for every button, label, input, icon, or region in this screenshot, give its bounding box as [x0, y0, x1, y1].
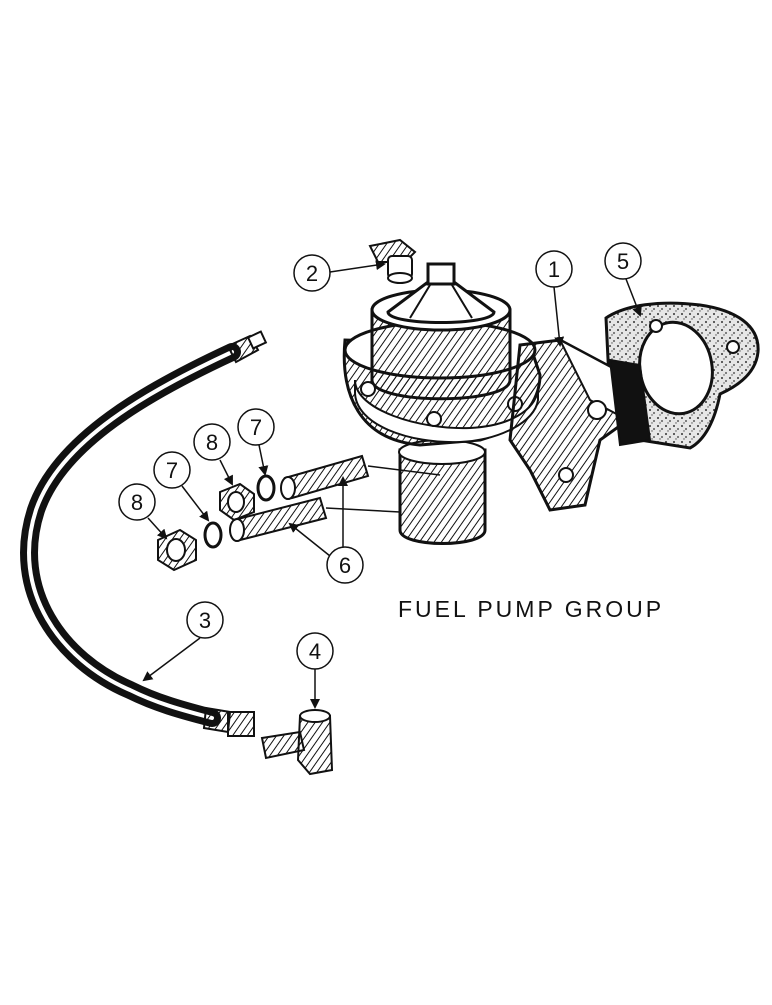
- callout-6: 6: [288, 476, 364, 584]
- nuts-part-8: [157, 482, 255, 572]
- callout-7b-number: 7: [166, 458, 178, 483]
- callout-4: 4: [296, 632, 334, 709]
- callout-1-number: 1: [548, 257, 560, 282]
- callout-3-number: 3: [199, 608, 211, 633]
- callout-7a: 7: [237, 408, 275, 476]
- callout-8b-number: 8: [131, 490, 143, 515]
- callout-5-number: 5: [617, 249, 629, 274]
- flexible-hose-part-3: [20, 330, 268, 737]
- callout-2-number: 2: [306, 261, 318, 286]
- banjo-fitting-part-2: [368, 238, 417, 284]
- callout-6-number: 6: [339, 553, 351, 578]
- callout-8a-number: 8: [206, 430, 218, 455]
- callout-4-number: 4: [309, 639, 321, 664]
- callout-8b: 8: [118, 483, 168, 540]
- fuel-pump-body-part-1: [342, 262, 652, 545]
- callout-5: 5: [604, 242, 642, 317]
- lock-washers-part-7: [203, 474, 276, 549]
- elbow-fitting-part-4: [260, 709, 334, 776]
- studs-part-6: [229, 454, 441, 542]
- diagram-title: FUEL PUMP GROUP: [398, 596, 665, 622]
- callout-7a-number: 7: [250, 415, 262, 440]
- callout-1: 1: [535, 250, 573, 347]
- callout-3: 3: [142, 601, 224, 682]
- callout-2: 2: [293, 254, 386, 292]
- callout-8a: 8: [193, 423, 233, 486]
- callout-7b: 7: [153, 451, 210, 522]
